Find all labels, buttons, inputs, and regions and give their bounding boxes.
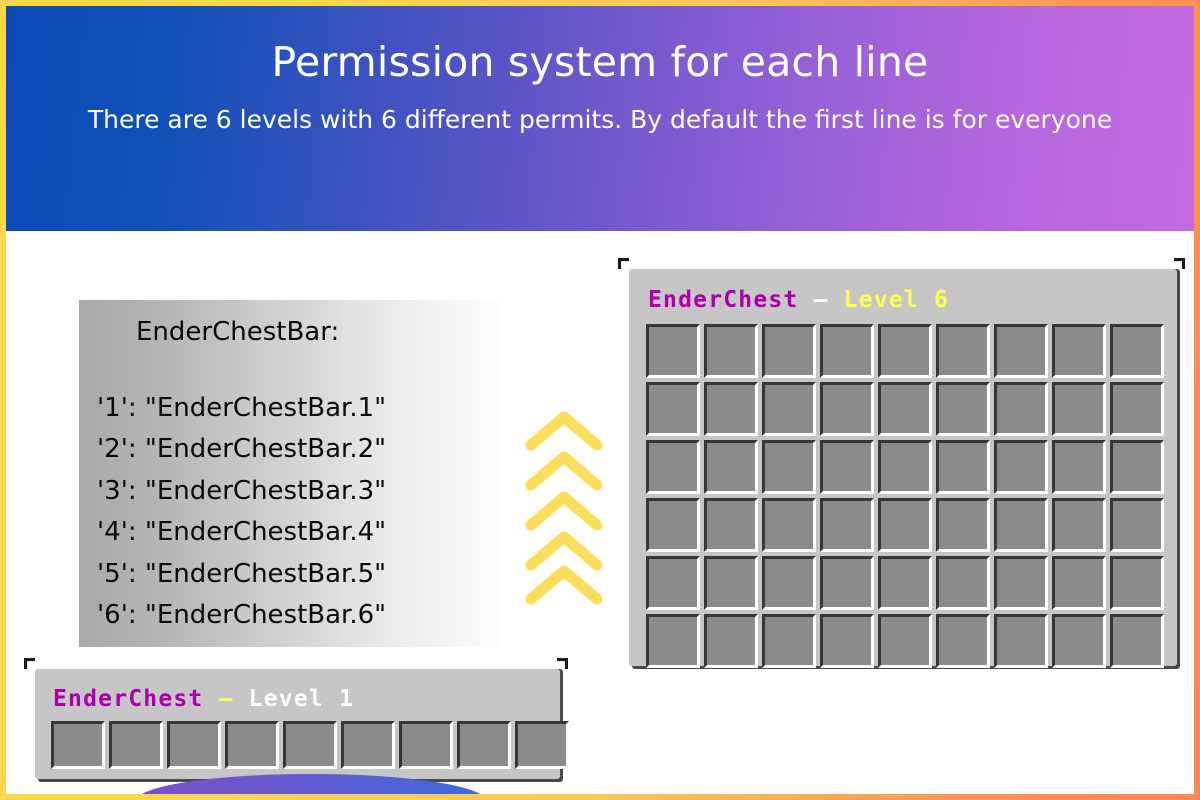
inventory-slot[interactable] bbox=[704, 382, 758, 436]
inventory-slot[interactable] bbox=[994, 324, 1048, 378]
inventory-slot[interactable] bbox=[109, 721, 163, 769]
gui-title-level: Level 1 bbox=[248, 686, 355, 712]
config-title: EnderChestBar: bbox=[136, 317, 340, 347]
inventory-slot[interactable] bbox=[704, 556, 758, 610]
inventory-slot[interactable] bbox=[936, 440, 990, 494]
inventory-slot[interactable] bbox=[283, 721, 337, 769]
inventory-slot[interactable] bbox=[399, 721, 453, 769]
list-item: '4': "EnderChestBar.4" bbox=[97, 517, 387, 548]
enderchest-gui-level6[interactable]: EnderChest – Level 6 bbox=[618, 258, 1185, 668]
inventory-grid-level6[interactable] bbox=[646, 324, 1164, 668]
inventory-slot[interactable] bbox=[994, 440, 1048, 494]
inventory-slot[interactable] bbox=[820, 324, 874, 378]
inventory-slot[interactable] bbox=[704, 440, 758, 494]
inventory-slot[interactable] bbox=[1052, 382, 1106, 436]
inventory-slot[interactable] bbox=[1110, 498, 1164, 552]
inventory-slot[interactable] bbox=[646, 324, 700, 378]
inventory-slot[interactable] bbox=[167, 721, 221, 769]
inventory-slot[interactable] bbox=[994, 556, 1048, 610]
inventory-slot[interactable] bbox=[878, 614, 932, 668]
inventory-slot[interactable] bbox=[1052, 498, 1106, 552]
inventory-slot[interactable] bbox=[515, 721, 569, 769]
selection-corner-mark bbox=[1174, 258, 1185, 269]
inventory-slot[interactable] bbox=[936, 614, 990, 668]
inventory-slot[interactable] bbox=[341, 721, 395, 769]
inventory-slot[interactable] bbox=[457, 721, 511, 769]
config-permission-list: '1': "EnderChestBar.1" '2': "EnderChestB… bbox=[79, 388, 500, 637]
gui-title-level6: EnderChest – Level 6 bbox=[648, 289, 949, 312]
header-banner: Permission system for each line There ar… bbox=[6, 6, 1194, 231]
inventory-slot[interactable] bbox=[762, 382, 816, 436]
inventory-slot[interactable] bbox=[820, 556, 874, 610]
page-subtitle: There are 6 levels with 6 different perm… bbox=[87, 105, 1113, 135]
chevron-up-icon bbox=[525, 411, 603, 605]
inventory-slot[interactable] bbox=[762, 614, 816, 668]
inventory-slot[interactable] bbox=[820, 614, 874, 668]
inventory-slot[interactable] bbox=[1052, 324, 1106, 378]
selection-corner-mark bbox=[618, 258, 629, 269]
inventory-slot[interactable] bbox=[704, 498, 758, 552]
inventory-slot[interactable] bbox=[878, 324, 932, 378]
gui-title-name: EnderChest bbox=[648, 287, 799, 313]
inventory-slot[interactable] bbox=[878, 382, 932, 436]
content-area: EnderChestBar: '1': "EnderChestBar.1" '2… bbox=[6, 231, 1194, 794]
inventory-slot[interactable] bbox=[994, 382, 1048, 436]
inventory-slot[interactable] bbox=[1110, 382, 1164, 436]
inventory-slot[interactable] bbox=[1110, 556, 1164, 610]
list-item: '2': "EnderChestBar.2" bbox=[97, 434, 387, 465]
inventory-slot[interactable] bbox=[704, 614, 758, 668]
inventory-slot[interactable] bbox=[878, 498, 932, 552]
inventory-slot[interactable] bbox=[936, 382, 990, 436]
inventory-slot[interactable] bbox=[225, 721, 279, 769]
list-item: '6': "EnderChestBar.6" bbox=[97, 600, 387, 631]
inventory-slot[interactable] bbox=[820, 440, 874, 494]
inventory-slot[interactable] bbox=[1110, 440, 1164, 494]
inventory-slot[interactable] bbox=[762, 498, 816, 552]
gui-title-separator: – bbox=[218, 686, 234, 712]
slide-inner: Permission system for each line There ar… bbox=[6, 6, 1194, 794]
inventory-slot[interactable] bbox=[762, 440, 816, 494]
chevron-up-icon-group bbox=[522, 407, 606, 607]
enderchest-gui-level1[interactable]: EnderChest – Level 1 bbox=[24, 658, 569, 779]
inventory-slot[interactable] bbox=[646, 498, 700, 552]
list-item: '1': "EnderChestBar.1" bbox=[97, 392, 387, 423]
inventory-slot[interactable] bbox=[646, 382, 700, 436]
gui-title-separator: – bbox=[813, 287, 829, 313]
inventory-slot[interactable] bbox=[646, 556, 700, 610]
inventory-slot[interactable] bbox=[936, 498, 990, 552]
inventory-slot[interactable] bbox=[820, 498, 874, 552]
inventory-slot[interactable] bbox=[51, 721, 105, 769]
page-title: Permission system for each line bbox=[271, 38, 929, 86]
inventory-slot[interactable] bbox=[936, 324, 990, 378]
inventory-slot[interactable] bbox=[762, 324, 816, 378]
inventory-grid-level1[interactable] bbox=[51, 721, 569, 769]
inventory-slot[interactable] bbox=[936, 556, 990, 610]
inventory-slot[interactable] bbox=[1110, 324, 1164, 378]
gui-title-name: EnderChest bbox=[53, 686, 204, 712]
inventory-slot[interactable] bbox=[1052, 440, 1106, 494]
inventory-slot[interactable] bbox=[646, 614, 700, 668]
inventory-slot[interactable] bbox=[762, 556, 816, 610]
config-snippet: EnderChestBar: '1': "EnderChestBar.1" '2… bbox=[79, 300, 500, 647]
selection-corner-mark bbox=[557, 658, 568, 669]
inventory-slot[interactable] bbox=[994, 614, 1048, 668]
inventory-slot[interactable] bbox=[994, 498, 1048, 552]
list-item: '5': "EnderChestBar.5" bbox=[97, 558, 387, 589]
selection-corner-mark bbox=[24, 658, 35, 669]
gui-title-level1: EnderChest – Level 1 bbox=[53, 688, 354, 711]
inventory-slot[interactable] bbox=[1052, 556, 1106, 610]
gui-title-level: Level 6 bbox=[843, 287, 950, 313]
inventory-slot[interactable] bbox=[1052, 614, 1106, 668]
inventory-slot[interactable] bbox=[878, 556, 932, 610]
inventory-slot[interactable] bbox=[646, 440, 700, 494]
decorative-arc bbox=[136, 774, 486, 794]
inventory-slot[interactable] bbox=[704, 324, 758, 378]
inventory-slot[interactable] bbox=[820, 382, 874, 436]
inventory-slot[interactable] bbox=[878, 440, 932, 494]
inventory-slot[interactable] bbox=[1110, 614, 1164, 668]
list-item: '3': "EnderChestBar.3" bbox=[97, 475, 387, 506]
